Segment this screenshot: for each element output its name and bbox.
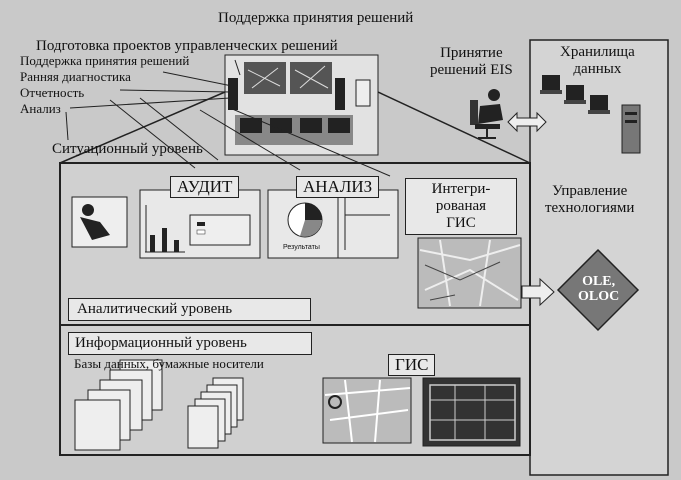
arrow-to-olap: [521, 277, 555, 307]
left-item-reporting: Отчетность: [20, 85, 85, 100]
storage-label-line2: данных: [573, 60, 622, 77]
storage-label: Хранилища данных: [560, 44, 635, 77]
gis-map-plan: [422, 377, 521, 447]
double-arrow-eis-storage: [507, 111, 547, 133]
eis-label: Принятие решений EIS: [430, 45, 513, 78]
olap-label: OLE, OLOC: [578, 274, 619, 305]
audit-chart-panel: [139, 189, 261, 259]
connector-lines: [65, 59, 391, 177]
perspective-line-left: [59, 91, 226, 164]
storage-label-line1: Хранилища: [560, 44, 635, 60]
diagram-title: Поддержка принятия решений: [218, 10, 414, 26]
storage-computers-icon: [540, 75, 641, 154]
info-level-box: Информационный уровень: [68, 332, 312, 355]
analytic-level-box: Аналитический уровень: [68, 298, 311, 321]
olap-diamond: [556, 248, 640, 332]
tech-mgmt-label: Управление технологиями: [545, 183, 634, 216]
eis-label-line1: Принятие: [440, 45, 503, 61]
results-caption: Результаты: [283, 244, 320, 251]
audit-box: АУДИТ: [170, 176, 240, 198]
analysis-panel: [267, 189, 399, 259]
pie-chart-icon: [287, 202, 323, 238]
prep-label: Подготовка проектов управленческих решен…: [36, 38, 338, 54]
eis-label-line2: решений EIS: [430, 61, 513, 78]
left-item-analysis: Анализ: [20, 101, 61, 116]
audit-person-picture: [71, 196, 128, 248]
situational-level-label: Ситуационный уровень: [52, 141, 203, 157]
left-item-early-diagnostics: Ранняя диагностика: [20, 69, 131, 84]
analysis-box: АНАЛИЗ: [296, 176, 380, 198]
situation-room-picture: [224, 54, 379, 156]
olap-line1: OLE,: [582, 274, 616, 289]
integrated-gis-map: [417, 237, 522, 309]
perspective-line-right: [377, 91, 531, 164]
document-stack-right: [187, 377, 244, 449]
tech-mgmt-line2: технологиями: [545, 199, 635, 216]
integrated-gis-line1: Интегри-: [431, 181, 491, 197]
gis-map-city: [322, 377, 412, 444]
integrated-gis-line3: ГИС: [446, 215, 476, 231]
left-item-decision-support: Поддержка принятия решений: [20, 53, 190, 68]
eis-person-icon: [470, 89, 503, 139]
integrated-gis-box: Интегри- рованая ГИС: [405, 178, 517, 235]
olap-line2: OLOC: [578, 289, 620, 305]
integrated-gis-line2: рованая: [435, 198, 487, 214]
tech-mgmt-line1: Управление: [552, 183, 628, 199]
document-stack-left: [74, 359, 163, 451]
databases-label: Базы данных, бумажные носители: [74, 356, 264, 371]
gis-box: ГИС: [388, 354, 436, 376]
